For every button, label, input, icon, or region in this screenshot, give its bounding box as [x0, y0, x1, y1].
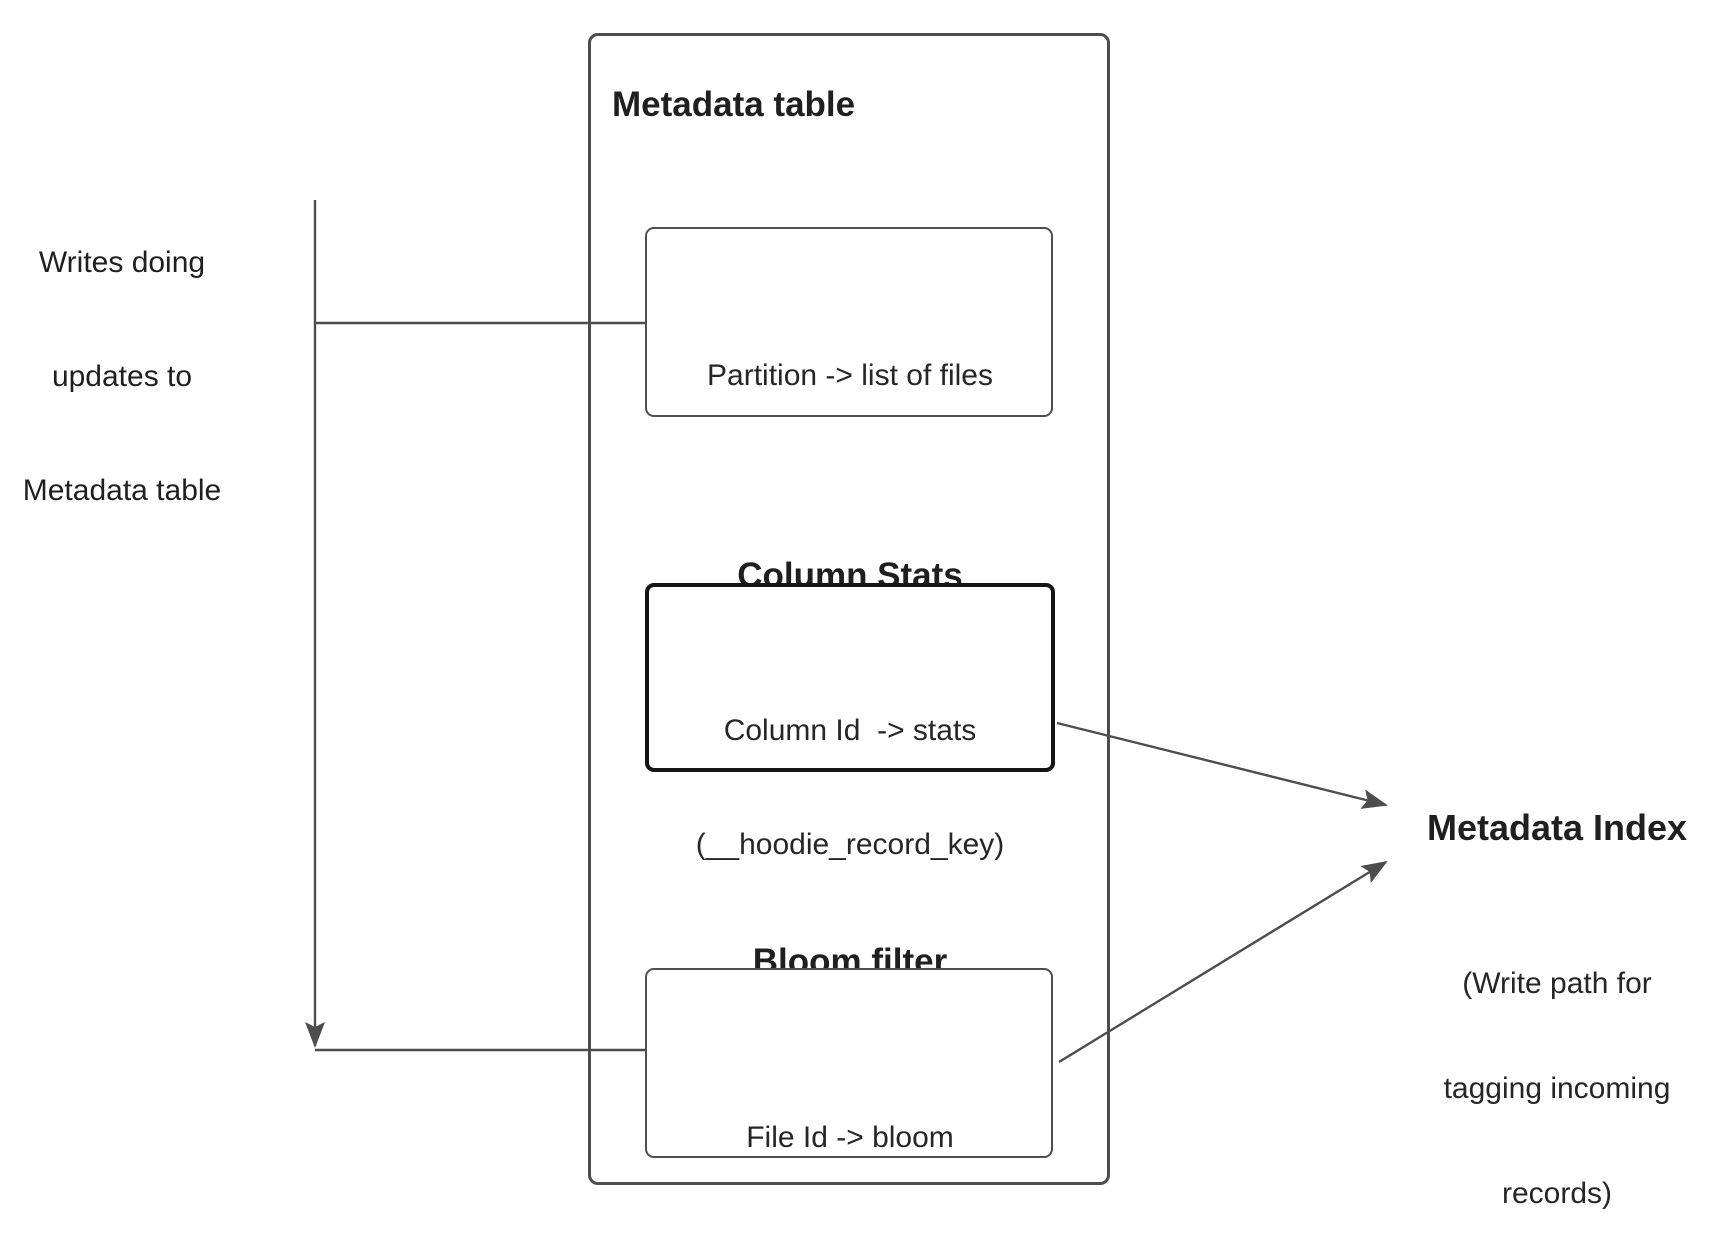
files-partition-box: [645, 227, 1053, 417]
metadata-table-container: [588, 33, 1110, 1185]
subtitle-line: records): [1501, 1177, 1613, 1210]
column-stats-partition-text: Column Id -> stats (__hoodie_record_key): [645, 636, 1055, 940]
metadata-index-subtitle: (Write path for tagging incoming records…: [1357, 896, 1718, 1244]
subtitle-line: (Write path for: [1462, 967, 1652, 1000]
writes-note-line: updates to: [51, 360, 193, 393]
files-partition-text: Partition -> list of files: [645, 281, 1055, 471]
body-line: File Id -> bloom: [746, 1121, 954, 1154]
metadata-index-title: Metadata Index: [1426, 807, 1688, 848]
writes-note: Writes doing updates to Metadata table: [10, 168, 234, 586]
bloom-to-index-arrow-up-right-icon: [1058, 860, 1388, 1064]
body-line: Column Id -> stats: [723, 714, 977, 747]
bloom-filter-partition-text: File Id -> bloom: [645, 1043, 1055, 1233]
body-line: (__hoodie_record_key): [695, 828, 1005, 861]
subtitle-line: tagging incoming: [1443, 1072, 1671, 1105]
stats-to-index-arrow-right-icon: [1056, 721, 1388, 809]
body-line: Partition -> list of files: [707, 359, 993, 392]
bloom-filter-partition-box: [645, 968, 1053, 1158]
column-stats-partition-box: [645, 583, 1055, 772]
metadata-table-title: Metadata table: [612, 85, 856, 124]
writes-note-line: Metadata table: [22, 474, 222, 507]
writes-note-line: Writes doing: [38, 246, 206, 279]
